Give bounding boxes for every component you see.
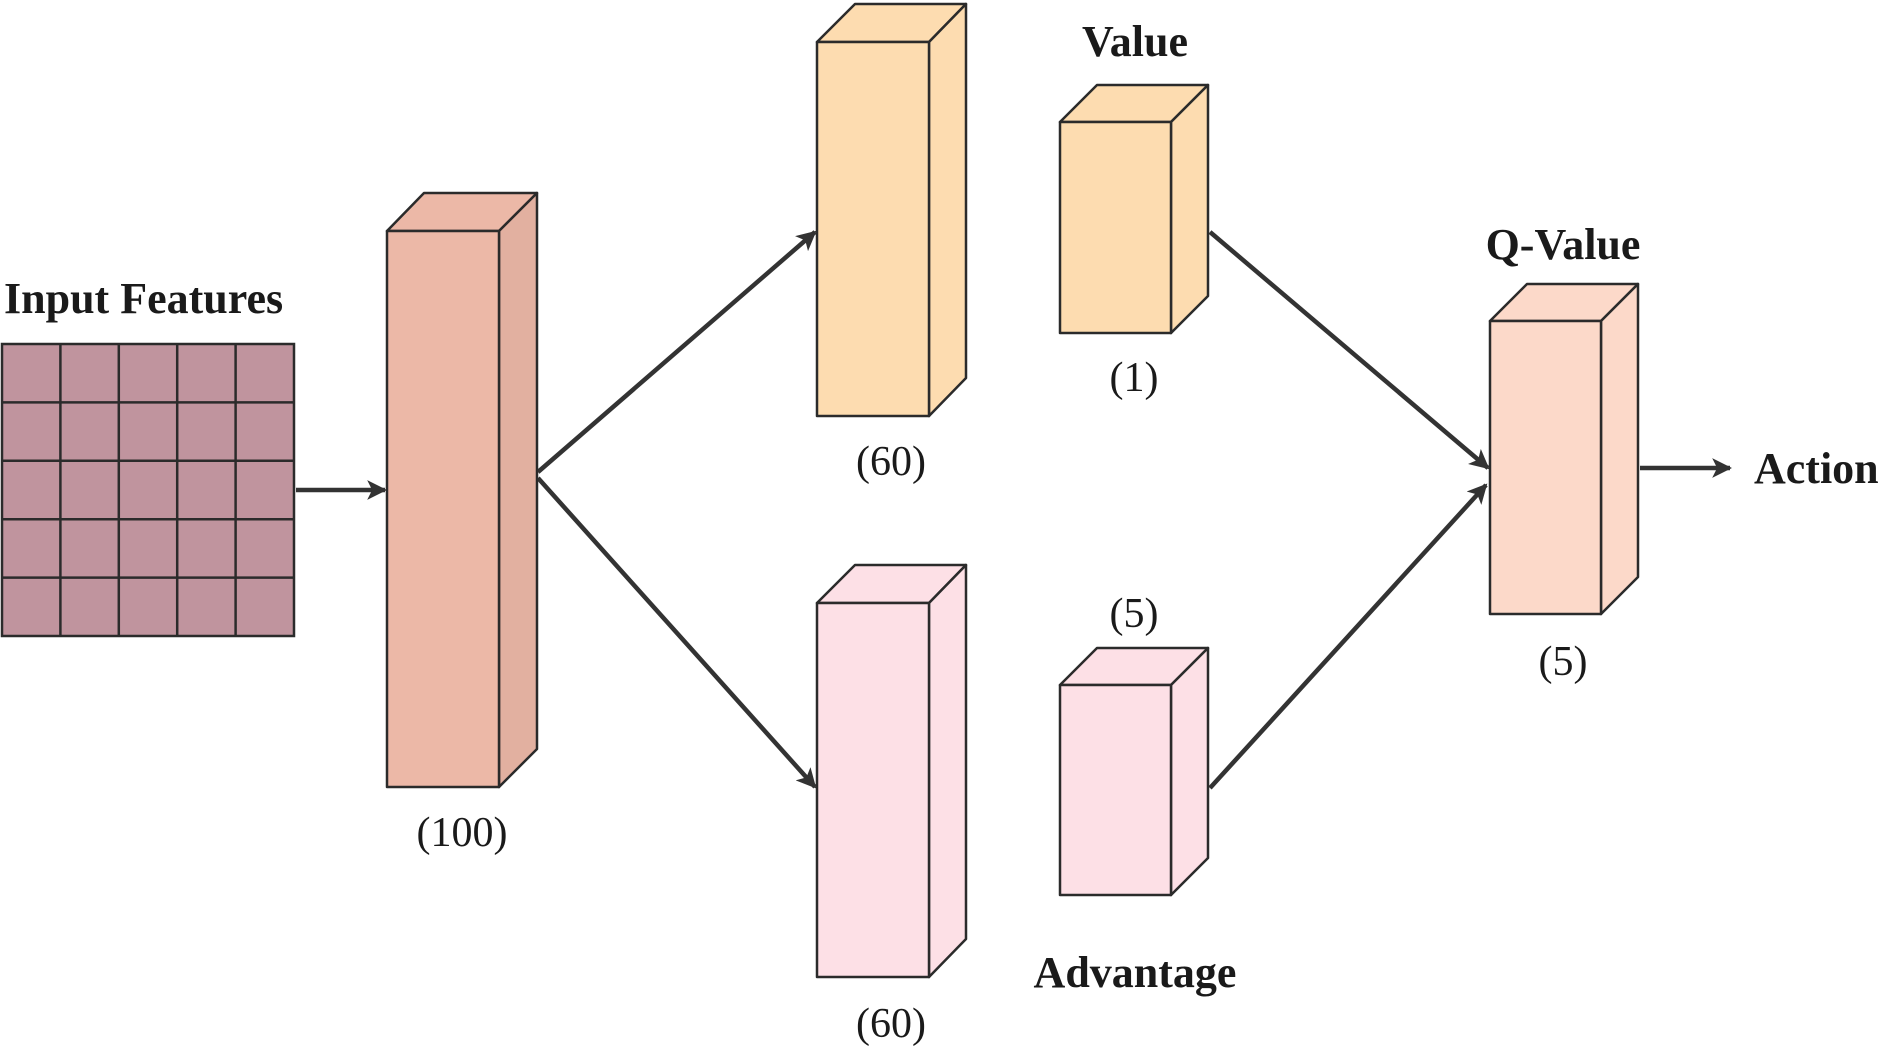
input-grid-lines (2, 344, 294, 636)
input-grid-background (0, 342, 296, 638)
hidden-layer-size: (100) (417, 810, 508, 856)
value-stream-block (815, 2, 968, 418)
input-features-grid (0, 342, 296, 638)
qvalue-front (1488, 319, 1603, 616)
value-output-side (1169, 83, 1210, 335)
hidden-layer-block (385, 191, 539, 789)
advantage-output-front (1058, 683, 1173, 897)
value-stream-side (927, 2, 968, 418)
arrow-advantage-to-qvalue (1208, 483, 1488, 790)
arrow-value-to-qvalue (1208, 230, 1490, 470)
qvalue-block (1488, 282, 1640, 616)
connections (296, 230, 1732, 790)
value-stream-front (815, 40, 931, 418)
action-label: Action (1754, 444, 1879, 493)
qvalue-side (1599, 282, 1640, 616)
hidden-layer-side-shade (499, 193, 537, 787)
arrow-hidden-to-value-stream (536, 230, 817, 474)
value-output-front (1058, 120, 1173, 335)
qvalue-size: (5) (1539, 639, 1588, 685)
advantage-stream-side (927, 563, 968, 979)
value-stream-size: (60) (856, 439, 926, 485)
value-label: Value (1082, 17, 1188, 66)
advantage-output-block (1058, 646, 1210, 897)
advantage-stream-size: (60) (856, 1001, 926, 1047)
advantage-label: Advantage (1034, 948, 1237, 997)
advantage-output-side (1169, 646, 1210, 897)
advantage-stream-front (815, 601, 931, 979)
input-features-label: Input Features (4, 274, 283, 323)
advantage-output-size: (5) (1110, 591, 1159, 637)
qvalue-label: Q-Value (1486, 220, 1641, 269)
advantage-stream-block (815, 563, 968, 979)
value-output-block (1058, 83, 1210, 335)
hidden-layer-front (385, 229, 501, 789)
value-output-size: (1) (1110, 355, 1159, 401)
arrow-hidden-to-advantage-stream (536, 476, 817, 789)
